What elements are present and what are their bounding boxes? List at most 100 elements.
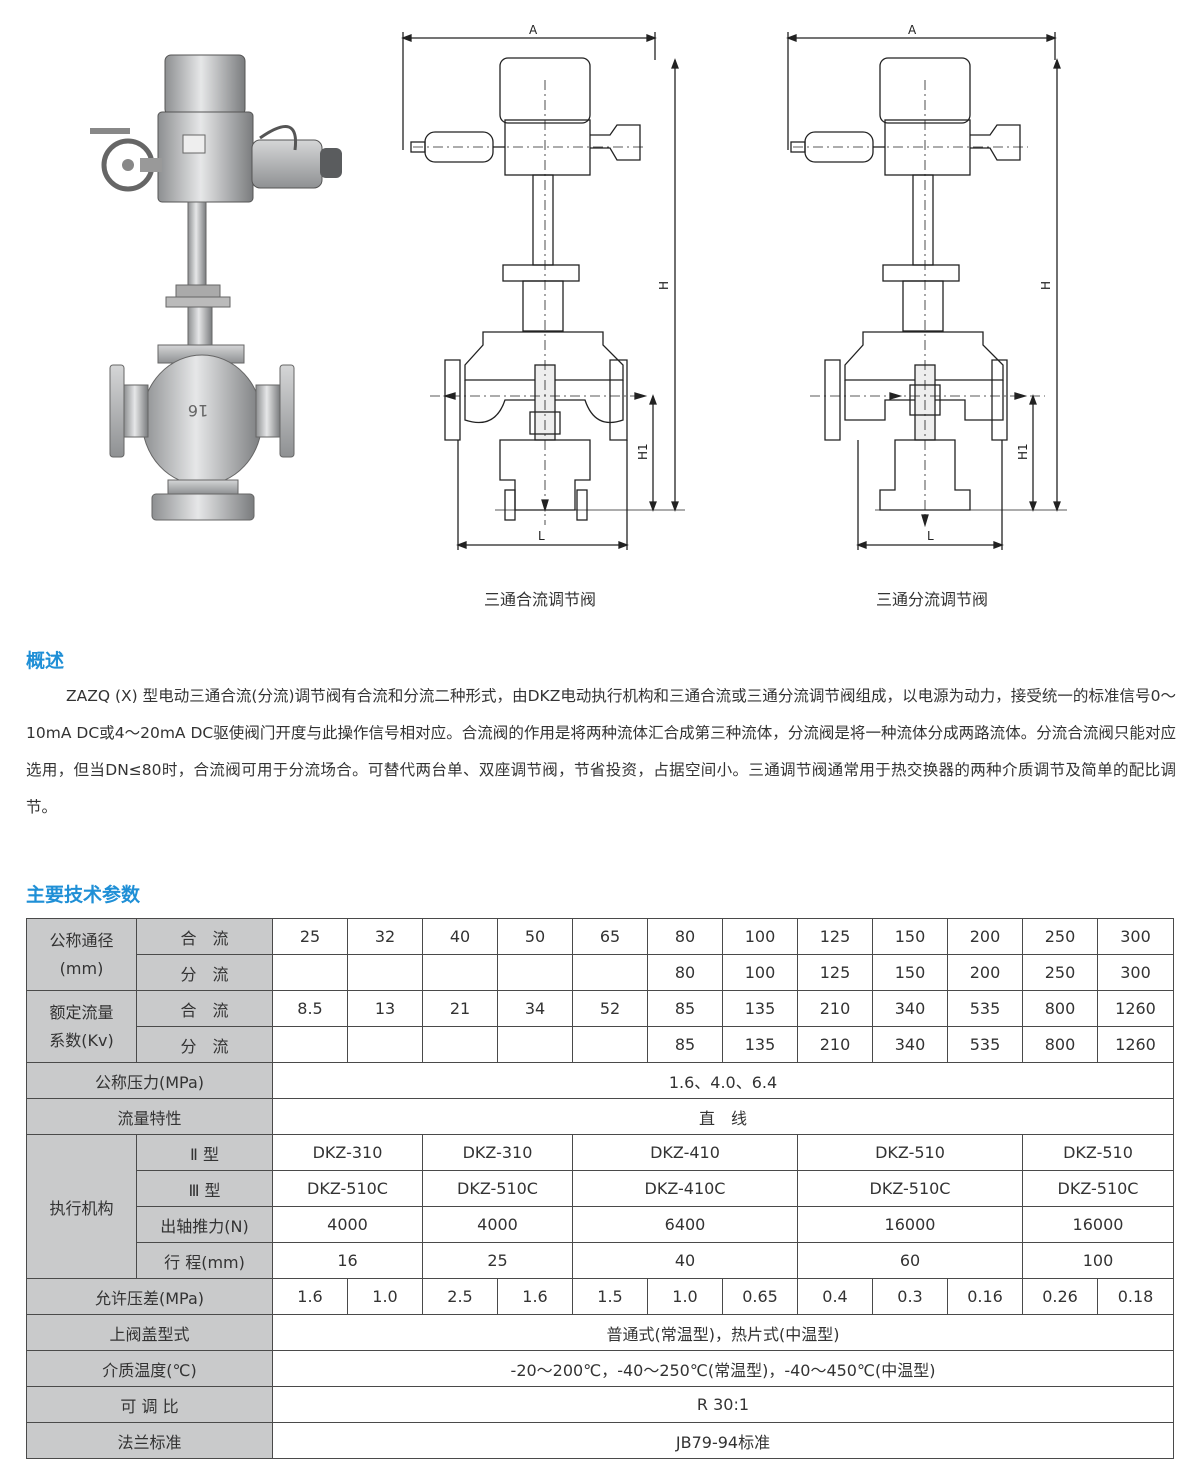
- table-cell: 0.18: [1097, 1278, 1174, 1315]
- kv-label: 额定流量 系数(Kv): [26, 990, 137, 1063]
- table-row-actuator-thrust: 出轴推力(N) 4000 4000 6400 16000 16000: [27, 1206, 1174, 1243]
- table-cell: [272, 1026, 348, 1063]
- table-cell: 150: [872, 954, 948, 991]
- dim-a-label: A: [529, 23, 538, 37]
- actuator-type3-label: Ⅲ 型: [136, 1170, 273, 1207]
- table-cell: 21: [422, 990, 498, 1027]
- table-cell: 13: [347, 990, 423, 1027]
- dn-merge-label: 合 流: [136, 918, 273, 955]
- table-cell: 16: [272, 1242, 423, 1279]
- table-cell: 40: [572, 1242, 798, 1279]
- table-cell: 100: [1022, 1242, 1174, 1279]
- table-row-rangeability: 可 调 比 R 30:1: [26, 1386, 1174, 1423]
- split-valve-drawing: A H H1 L: [786, 23, 1067, 550]
- table-cell: 0.16: [947, 1278, 1023, 1315]
- table-cell: 535: [947, 1026, 1023, 1063]
- table-cell: 85: [647, 990, 723, 1027]
- dn-split-label: 分 流: [136, 954, 273, 991]
- kv-split-label: 分 流: [136, 1026, 273, 1063]
- actuator-label: 执行机构: [26, 1134, 137, 1279]
- overview-text: ZAZQ (X) 型电动三通合流(分流)调节阀有合流和分流二种形式，由DKZ电动…: [26, 687, 1176, 816]
- table-cell: [572, 954, 648, 991]
- table-row-actuator-type2: 执行机构 Ⅱ 型 DKZ-310 DKZ-310 DKZ-410 DKZ-510…: [26, 1134, 1174, 1279]
- table-cell: DKZ-510: [1022, 1134, 1174, 1171]
- table-cell: 135: [722, 1026, 798, 1063]
- table-cell: 250: [1022, 954, 1098, 991]
- table-cell: 135: [722, 990, 798, 1027]
- table-cell: [422, 954, 498, 991]
- dn-label: 公称通径 (mm): [26, 918, 137, 991]
- rangeability-label: 可 调 比: [26, 1386, 273, 1423]
- table-cell: 125: [797, 954, 873, 991]
- table-cell: 210: [797, 1026, 873, 1063]
- table-cell: 150: [872, 918, 948, 955]
- table-row-nominal-pressure: 公称压力(MPa) 1.6、4.0、6.4: [26, 1062, 1174, 1099]
- actuator-thrust-label: 出轴推力(N): [136, 1206, 273, 1243]
- table-cell: 2.5: [422, 1278, 498, 1315]
- table-cell: [347, 954, 423, 991]
- table-cell: DKZ-410C: [572, 1170, 798, 1207]
- table-cell: 50: [497, 918, 573, 955]
- bonnet-label: 上阀盖型式: [26, 1314, 273, 1351]
- table-cell: 52: [572, 990, 648, 1027]
- table-cell: [422, 1026, 498, 1063]
- kv-merge-label: 合 流: [136, 990, 273, 1027]
- table-cell: 16000: [1022, 1206, 1174, 1243]
- flow-char-value: 直 线: [272, 1098, 1174, 1135]
- table-row-dn-merge: 公称通径 (mm) 合 流 25 32 40 50 65 80 100 125 …: [26, 918, 1174, 991]
- dim-h-label-2: H: [1039, 281, 1053, 290]
- table-cell: 25: [272, 918, 348, 955]
- medium-temp-label: 介质温度(℃): [26, 1350, 273, 1387]
- dim-l-label-2: L: [927, 529, 934, 543]
- medium-temp-value: -20～200℃，-40～250℃(常温型)，-40～450℃(中温型): [272, 1350, 1174, 1387]
- allowed-dp-label: 允许压差(MPa): [26, 1278, 273, 1315]
- table-cell: 1.5: [572, 1278, 648, 1315]
- table-cell: 4000: [272, 1206, 423, 1243]
- table-cell: 60: [797, 1242, 1023, 1279]
- valve-photo: 16: [90, 54, 342, 521]
- table-cell: DKZ-510C: [422, 1170, 573, 1207]
- table-cell: DKZ-510: [797, 1134, 1023, 1171]
- table-cell: 300: [1097, 954, 1174, 991]
- table-cell: DKZ-510C: [272, 1170, 423, 1207]
- table-cell: 65: [572, 918, 648, 955]
- merge-valve-drawing: A H H1: [401, 23, 685, 550]
- table-cell: 16000: [797, 1206, 1023, 1243]
- table-cell: 0.4: [797, 1278, 873, 1315]
- table-cell: 6400: [572, 1206, 798, 1243]
- dim-h-label: H: [657, 281, 671, 290]
- table-cell: 250: [1022, 918, 1098, 955]
- rangeability-value: R 30:1: [272, 1386, 1174, 1423]
- table-cell: [572, 1026, 648, 1063]
- table-cell: 0.65: [722, 1278, 798, 1315]
- table-cell: [272, 954, 348, 991]
- flange-label: 法兰标准: [26, 1422, 273, 1459]
- table-cell: 85: [647, 1026, 723, 1063]
- table-cell: 8.5: [272, 990, 348, 1027]
- actuator-stroke-label: 行 程(mm): [136, 1242, 273, 1279]
- table-cell: 125: [797, 918, 873, 955]
- table-cell: 340: [872, 1026, 948, 1063]
- table-cell: 100: [722, 954, 798, 991]
- params-table: 公称通径 (mm) 合 流 25 32 40 50 65 80 100 125 …: [26, 918, 1174, 1459]
- flange-value: JB79-94标准: [272, 1422, 1174, 1459]
- table-cell: 1.0: [647, 1278, 723, 1315]
- table-cell: 32: [347, 918, 423, 955]
- table-cell: 535: [947, 990, 1023, 1027]
- table-cell: DKZ-510C: [797, 1170, 1023, 1207]
- table-cell: 300: [1097, 918, 1174, 955]
- table-cell: DKZ-310: [422, 1134, 573, 1171]
- table-cell: 4000: [422, 1206, 573, 1243]
- table-row-medium-temp: 介质温度(℃) -20～200℃，-40～250℃(常温型)，-40～450℃(…: [26, 1350, 1174, 1387]
- table-cell: 200: [947, 918, 1023, 955]
- table-cell: 210: [797, 990, 873, 1027]
- table-cell: [347, 1026, 423, 1063]
- table-cell: 340: [872, 990, 948, 1027]
- table-cell: 1.6: [272, 1278, 348, 1315]
- table-cell: DKZ-510C: [1022, 1170, 1174, 1207]
- actuator-type2-label: Ⅱ 型: [136, 1134, 273, 1171]
- dim-l-label: L: [538, 529, 545, 543]
- table-row-actuator-stroke: 行 程(mm) 16 25 40 60 100: [27, 1242, 1174, 1279]
- table-cell: 1260: [1097, 990, 1174, 1027]
- flow-char-label: 流量特性: [26, 1098, 273, 1135]
